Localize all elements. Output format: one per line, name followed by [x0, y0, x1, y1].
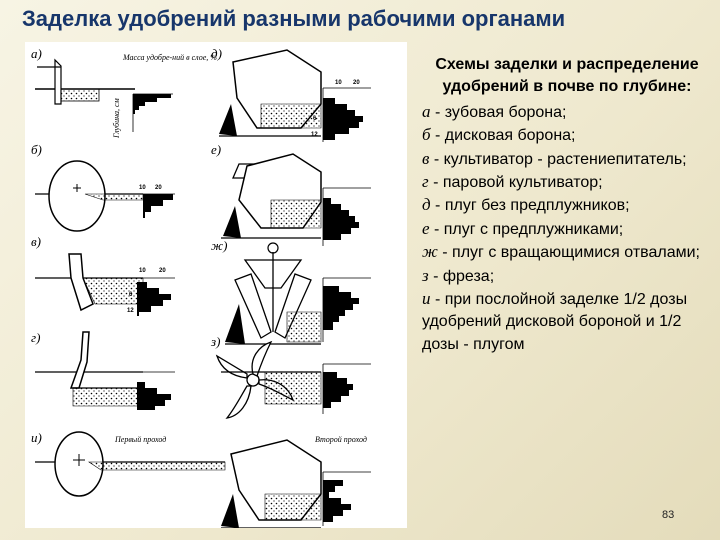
tick-10-d: 10 — [335, 80, 342, 86]
panel-v-label: в) — [31, 234, 41, 249]
diagram-drawing: а) Масса удобре-ний в слое, % Глубина, с… — [31, 46, 371, 528]
histogram-zh — [322, 277, 371, 342]
slide-title: Заделка удобрений разными рабочими орган… — [22, 6, 566, 31]
histogram-d — [322, 87, 371, 142]
panel-g-label: г) — [31, 330, 40, 345]
tick-10: 10 — [139, 185, 146, 191]
legend-text: - плуг с предплужниками; — [429, 220, 624, 238]
panel-b-label: б) — [31, 142, 42, 157]
histogram-i — [322, 471, 371, 526]
legend-list: а - зубовая борона; б - дисковая борона;… — [422, 101, 712, 356]
histogram-a — [132, 93, 173, 132]
legend-item: е - плуг с предплужниками; — [422, 218, 712, 241]
panel-z-label: з) — [210, 334, 220, 349]
histogram-b — [137, 193, 175, 218]
panel-e: е) — [211, 142, 371, 246]
panel-b: б) 10 20 — [31, 142, 175, 232]
pass-second-label: Второй проход — [315, 435, 367, 444]
legend-item: д - плуг без предплужников; — [422, 194, 712, 217]
panel-a-label: а) — [31, 46, 42, 61]
legend-text: - паровой культиватор; — [428, 174, 603, 192]
legend-letter: а — [422, 101, 431, 121]
panel-i-label: и) — [31, 430, 42, 445]
legend-item: г - паровой культиватор; — [422, 171, 712, 194]
pass-first-label: Первый проход — [114, 435, 166, 444]
legend-letter: г — [422, 172, 429, 192]
legend-text: - дисковая борона; — [430, 127, 576, 145]
legend-letter: в — [422, 148, 430, 168]
legend-text: - фреза; — [428, 267, 495, 285]
panel-zh: ж) — [211, 238, 371, 345]
legend-letter: б — [422, 125, 431, 145]
legend-item: з - фреза; — [422, 265, 712, 288]
panel-z: з) — [210, 334, 371, 419]
legend-letter: з — [422, 265, 429, 285]
panel-a: а) Масса удобре-ний в слое, % Глубина, с… — [31, 46, 217, 139]
legend-item: в - культиватор - растениепитатель; — [422, 148, 712, 171]
tick-10-v: 10 — [139, 268, 146, 274]
legend-item: и - при послойной заделке 1/2 дозы удобр… — [422, 288, 712, 356]
page-number: 83 — [662, 509, 675, 521]
panel-d: д) 10 20 6 12 — [211, 46, 371, 142]
depth-6-d: 6 — [313, 116, 317, 122]
axis-side-label: Глубина, см — [112, 98, 121, 139]
tick-20-v: 20 — [159, 268, 166, 274]
panel-e-label: е) — [211, 142, 221, 157]
panel-g: г) — [31, 330, 175, 410]
legend-letter: д — [422, 195, 431, 215]
depth-12-v: 12 — [127, 308, 134, 314]
depth-6-v: 6 — [129, 292, 133, 298]
legend-item: а - зубовая борона; — [422, 101, 712, 124]
axis-top-label: Масса удобре-ний в слое, % — [122, 53, 217, 62]
fertilizer-diagram: а) Масса удобре-ний в слое, % Глубина, с… — [25, 42, 407, 528]
histogram-z — [322, 363, 371, 414]
panel-d-label: д) — [211, 46, 222, 61]
legend-letter: е — [422, 218, 430, 238]
legend-text: - культиватор - растениепитатель; — [429, 150, 687, 168]
panel-zh-label: ж) — [211, 238, 227, 253]
panel-v: в) 10 20 6 12 — [31, 234, 175, 316]
legend-text: - при послойной заделке 1/2 дозы удобрен… — [422, 291, 688, 353]
caption-heading: Схемы заделки и распределение удобрений … — [435, 56, 699, 96]
panel-i-second-pass: Второй проход — [221, 435, 371, 528]
legend-text: - плуг с вращающимися отвалами; — [437, 244, 700, 262]
depth-12-d: 12 — [311, 132, 318, 138]
legend-item: б - дисковая борона; — [422, 124, 712, 147]
histogram-g — [137, 371, 175, 410]
legend-text: - зубовая борона; — [430, 103, 567, 121]
histogram-e — [322, 187, 371, 246]
caption: Схемы заделки и распределение удобрений … — [422, 54, 712, 356]
legend-letter: и — [422, 289, 431, 309]
panel-i: и) Первый проход — [31, 430, 226, 497]
tick-20: 20 — [155, 185, 162, 191]
legend-item: ж - плуг с вращающимися отвалами; — [422, 241, 712, 264]
histogram-v — [137, 277, 175, 316]
tick-20-d: 20 — [353, 80, 360, 86]
legend-text: - плуг без предплужников; — [430, 197, 630, 215]
legend-letter: ж — [422, 242, 438, 262]
